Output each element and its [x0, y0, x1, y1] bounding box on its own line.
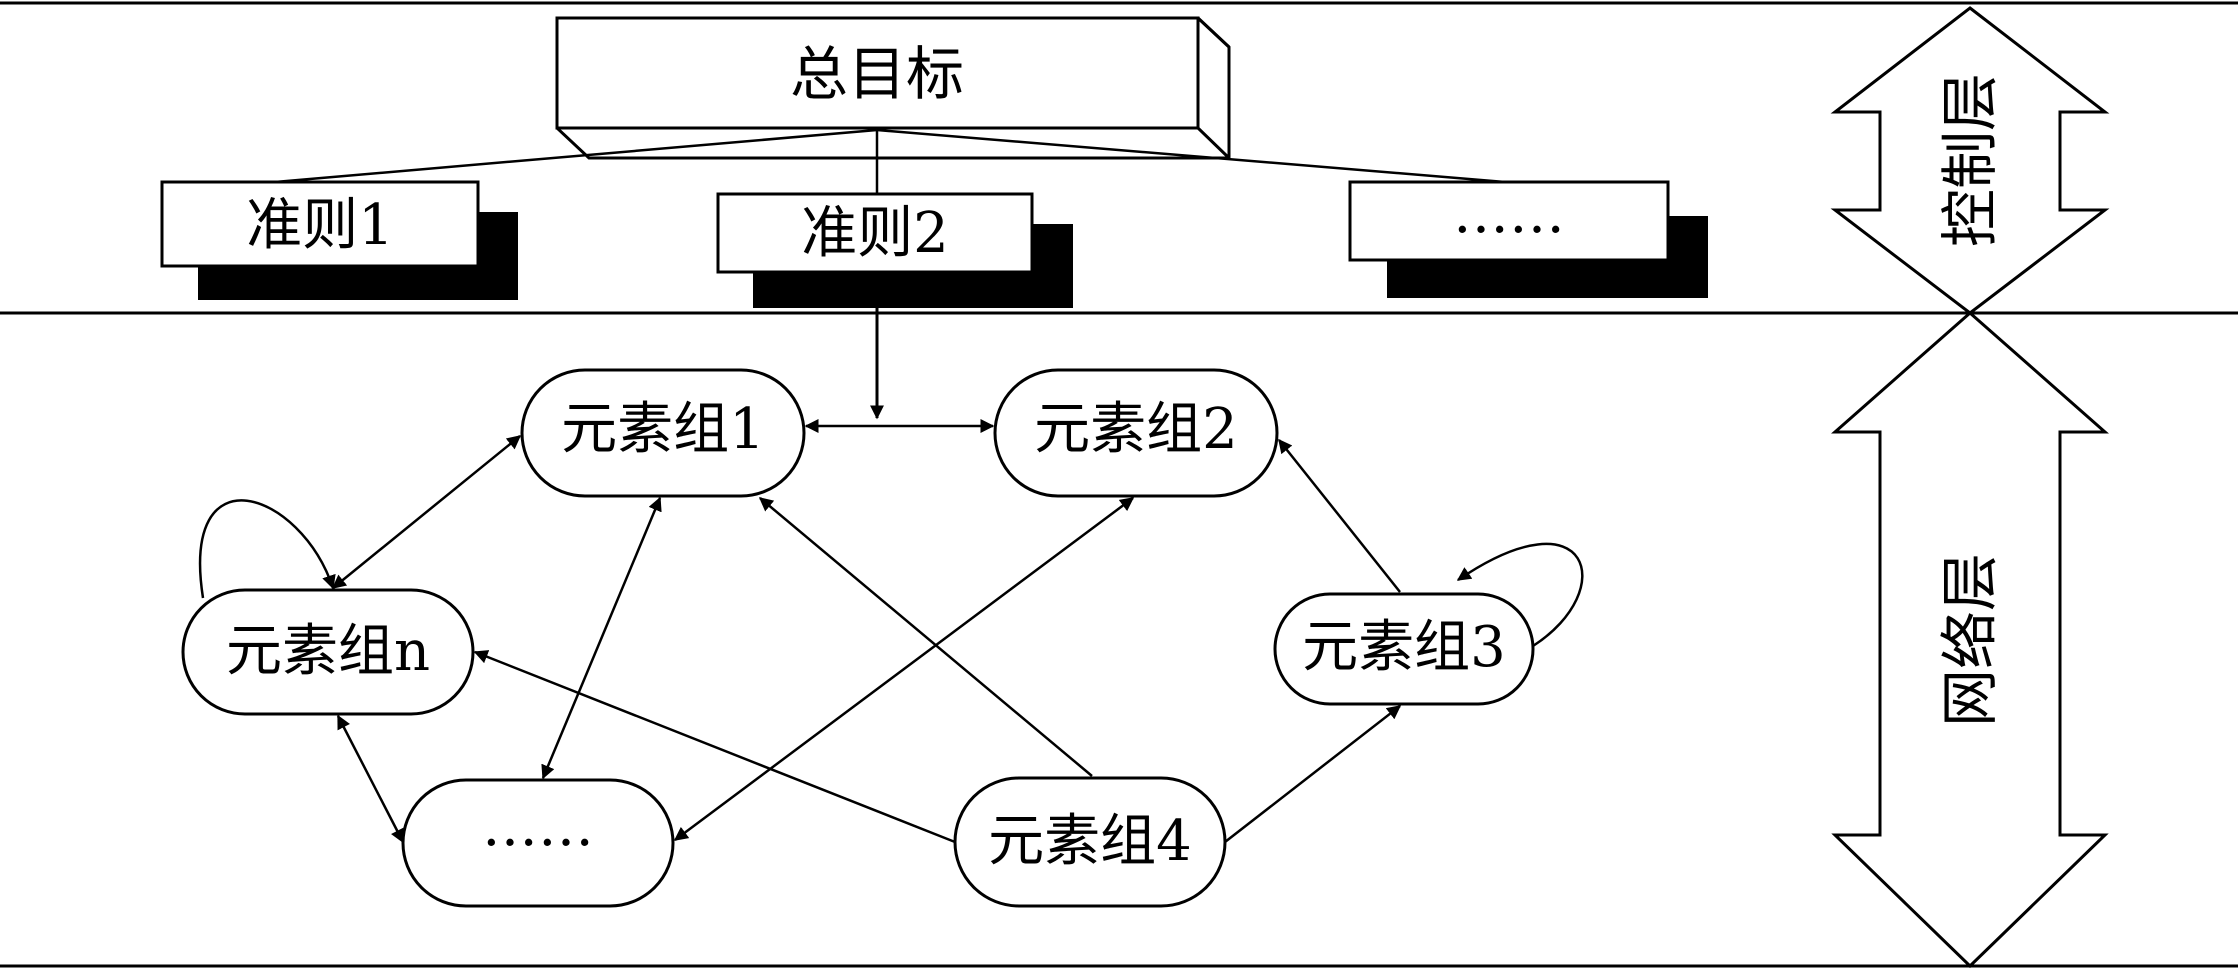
element-group-label-3: 元素组3 [1302, 615, 1506, 680]
criterion-label-3: …… [1453, 181, 1565, 246]
element-group-2: 元素组2 [993, 368, 1279, 498]
goal-box: 总目标 [555, 16, 1231, 160]
element-group-label-n: 元素组n [226, 619, 430, 684]
goal-label: 总目标 [790, 40, 964, 108]
control-layer-label: 控制层 [1936, 73, 2004, 247]
network-layer-arrow: 网络层 [1831, 311, 2109, 969]
criterion-box-2: 准则2 [716, 192, 1073, 308]
element-group-label-1: 元素组1 [561, 397, 765, 462]
arrow-g4-gn [473, 650, 956, 844]
arrow-gn-g1 [331, 435, 522, 589]
element-group-dots: …… [401, 778, 675, 908]
arrow-g4-g1 [758, 497, 1093, 777]
criterion-label-2: 准则2 [801, 201, 949, 266]
element-group-label-2: 元素组2 [1034, 397, 1238, 462]
element-group-label-dots: …… [482, 794, 594, 859]
criterion-label-1: 准则1 [246, 193, 394, 258]
arrow-gn-gdots [336, 714, 405, 844]
criterion-box-3: …… [1348, 180, 1708, 298]
arrow-g2-gdots [673, 496, 1135, 842]
control-layer-arrow: 控制层 [1830, 6, 2110, 315]
element-group-label-4: 元素组4 [988, 809, 1192, 874]
element-group-1: 元素组1 [520, 368, 806, 498]
relationship-arrows [198, 419, 1584, 844]
arrow-g4-g3 [1224, 705, 1402, 843]
arrow-g1-gdots [541, 496, 662, 780]
network-layer-label: 网络层 [1936, 553, 2004, 727]
element-group-n: 元素组n [181, 588, 475, 716]
arrow-g3-g2 [1278, 438, 1401, 593]
element-group-4: 元素组4 [953, 776, 1227, 908]
goal-criteria-links [274, 128, 1506, 194]
element-group-3: 元素组3 [1273, 592, 1535, 706]
self-loop-g3 [1456, 542, 1584, 648]
criterion-box-1: 准则1 [160, 180, 518, 300]
self-loop-gn [198, 499, 336, 599]
